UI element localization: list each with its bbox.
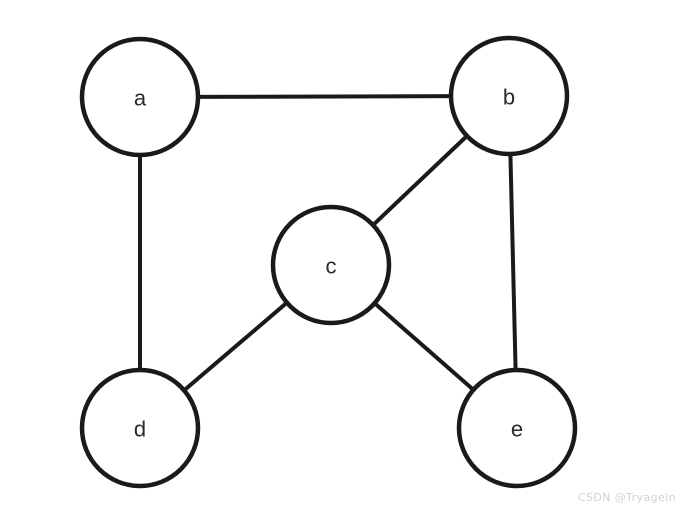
node-label-d: d [134,417,146,442]
node-circle-b [448,35,570,157]
graph-edge-c-e [371,299,477,394]
node-layer: a b c d e [79,35,578,489]
node-label-b: b [503,85,515,110]
node-label-a: a [134,86,147,111]
graph-edge-a-b [194,94,455,99]
graph-node-a: a [79,36,201,158]
node-circle-e [456,367,578,489]
graph-edge-b-c [369,132,471,229]
node-circle-c [270,204,392,326]
edge-layer [138,94,518,394]
watermark: CSDN @Tryagein [577,491,676,504]
graph-node-c: c [270,204,392,326]
node-label-e: e [511,417,523,442]
graph-edge-c-d [180,299,291,394]
graph-edge-b-e [508,150,518,374]
node-circle-a [79,36,201,158]
graph-node-b: b [448,35,570,157]
node-label-c: c [326,254,337,279]
node-circle-d [79,367,201,489]
graph-node-e: e [456,367,578,489]
graph-node-d: d [79,367,201,489]
